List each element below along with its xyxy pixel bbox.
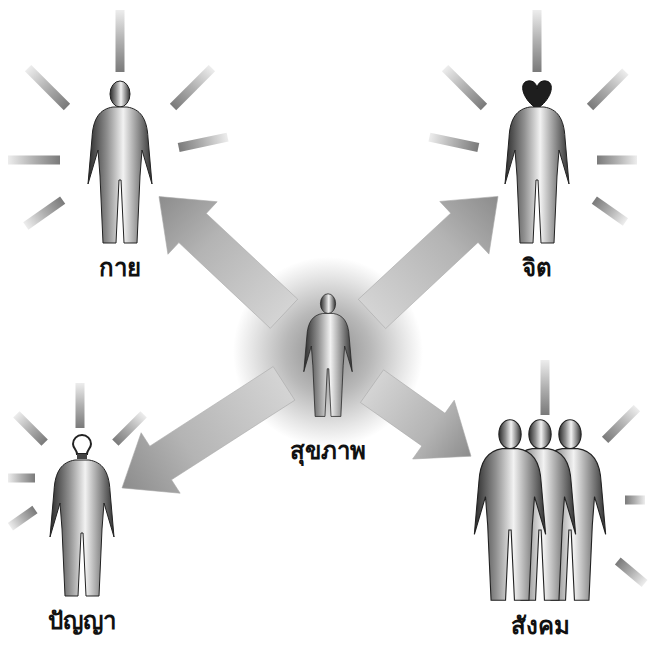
light-ray	[8, 506, 38, 531]
light-ray	[25, 65, 70, 110]
figure-node: ปัญญา	[42, 429, 122, 637]
heart-figure	[505, 81, 569, 243]
light-ray	[13, 411, 48, 446]
block-arrow	[358, 196, 498, 328]
light-ray	[602, 405, 640, 443]
light-ray	[8, 156, 60, 165]
light-ray	[592, 196, 628, 225]
group-figure	[474, 420, 545, 601]
figure-node: จิต	[498, 76, 576, 284]
light-ray	[587, 68, 629, 110]
block-arrow	[159, 197, 298, 329]
block-arrow	[360, 370, 471, 459]
light-ray	[597, 156, 637, 165]
light-ray	[170, 65, 215, 110]
figure-node: สังคม	[471, 414, 609, 642]
body-figure	[88, 81, 152, 243]
center-figure	[304, 294, 352, 417]
light-ray	[8, 474, 35, 483]
light-ray	[442, 65, 487, 110]
light-ray	[541, 360, 550, 415]
bulb-figure	[50, 435, 114, 596]
light-ray	[533, 10, 542, 72]
light-ray	[615, 558, 648, 587]
figure-node: กาย	[81, 76, 159, 284]
figure-node: สุขภาพ	[284, 289, 372, 467]
node-label: ปัญญา	[48, 606, 116, 637]
node-label: กาย	[99, 253, 141, 284]
light-ray	[428, 133, 479, 152]
light-ray	[23, 196, 65, 229]
node-label: สุขภาพ	[290, 436, 366, 467]
node-label: สังคม	[511, 611, 570, 642]
light-ray	[76, 383, 85, 428]
light-ray	[178, 133, 229, 152]
block-arrow	[122, 367, 295, 494]
light-ray	[625, 496, 645, 505]
light-ray	[116, 10, 125, 72]
node-label: จิต	[522, 253, 552, 284]
